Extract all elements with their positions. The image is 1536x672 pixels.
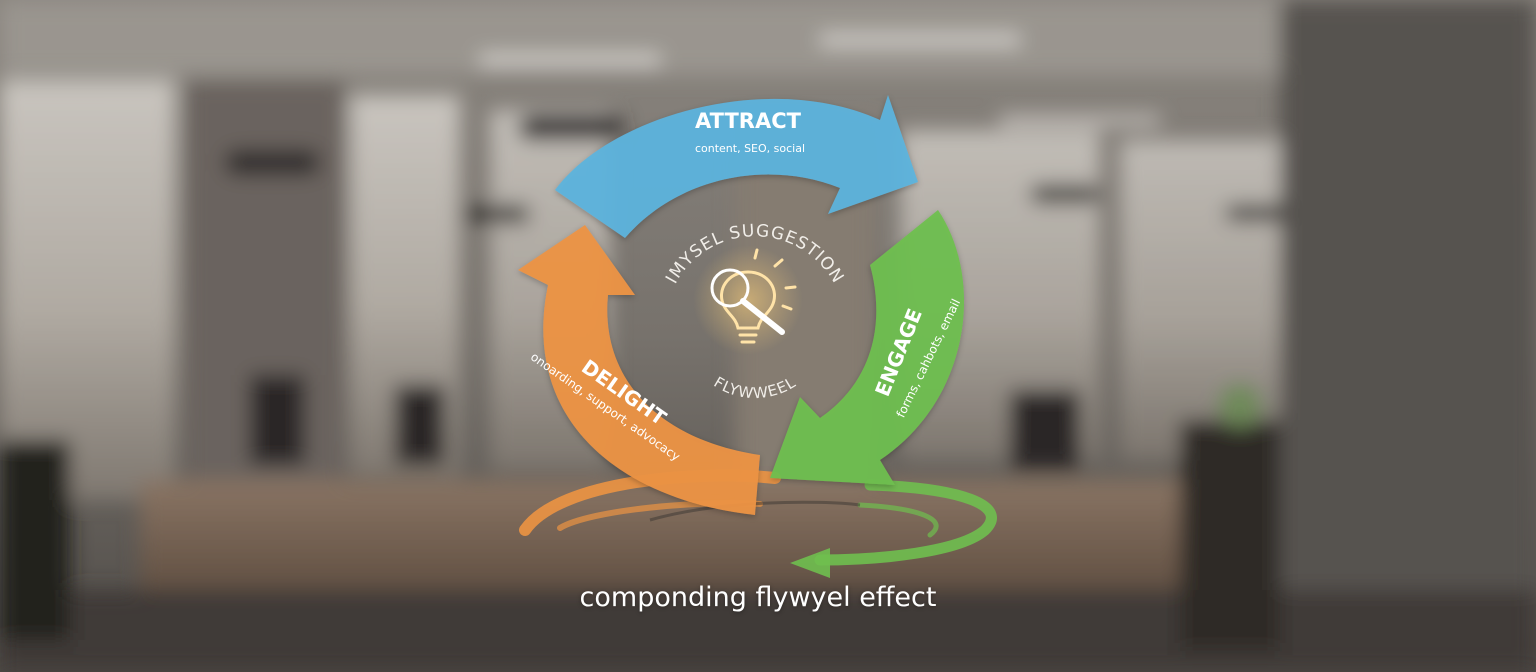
magnifier-lightbulb-icon [710,248,797,344]
attract-subtitle: content, SEO, social [695,142,805,155]
delight-arrow [518,225,760,515]
center-label-bottom: FLYWWEEL [711,373,800,402]
attract-title: ATTRACT [695,109,802,133]
flywheel-caption: componding flywyel effect [579,582,937,613]
center-label-bottom-path: FLYWWEEL [711,373,799,402]
flywheel-base-swirl [519,469,997,578]
center-glow [693,245,803,355]
engage-arrow [770,210,965,485]
attract-arrow [555,95,918,238]
